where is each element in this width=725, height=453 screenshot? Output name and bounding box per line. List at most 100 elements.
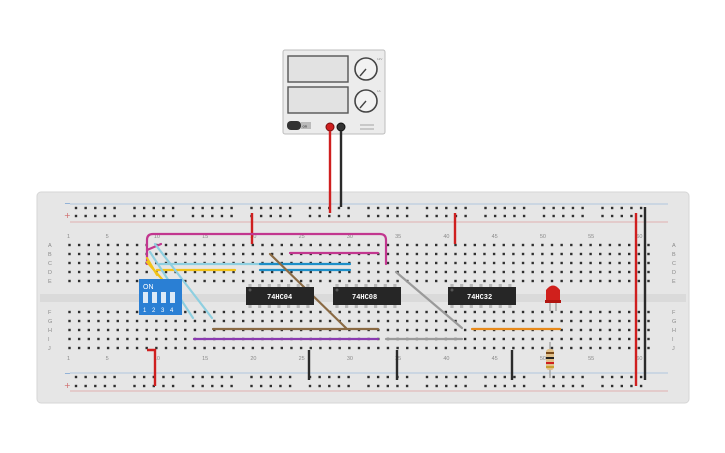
breadboard-hole[interactable] [113, 375, 116, 379]
breadboard-hole[interactable] [647, 252, 650, 256]
breadboard-hole[interactable] [483, 279, 486, 283]
breadboard-hole[interactable] [541, 252, 544, 256]
breadboard-hole[interactable] [522, 206, 526, 210]
breadboard-hole[interactable] [560, 243, 563, 247]
breadboard-hole[interactable] [164, 243, 168, 247]
breadboard-hole[interactable] [570, 279, 573, 283]
breadboard-hole[interactable] [502, 310, 505, 314]
breadboard-hole[interactable] [601, 384, 604, 388]
breadboard-hole[interactable] [512, 310, 515, 314]
breadboard-hole[interactable] [589, 346, 592, 350]
breadboard-hole[interactable] [357, 270, 361, 274]
breadboard-hole[interactable] [647, 319, 650, 323]
breadboard-hole[interactable] [97, 346, 100, 350]
breadboard-hole[interactable] [337, 375, 341, 379]
breadboard-hole[interactable] [552, 206, 555, 210]
breadboard-hole[interactable] [145, 270, 148, 274]
breadboard-hole[interactable] [97, 310, 100, 314]
breadboard-hole[interactable] [232, 270, 235, 274]
breadboard-hole[interactable] [628, 279, 631, 283]
breadboard-hole[interactable] [647, 270, 650, 274]
breadboard-hole[interactable] [348, 270, 351, 274]
breadboard-hole[interactable] [483, 310, 486, 314]
breadboard-hole[interactable] [608, 337, 612, 341]
breadboard-hole[interactable] [164, 328, 168, 332]
breadboard-hole[interactable] [191, 384, 195, 388]
breadboard-hole[interactable] [270, 346, 274, 350]
breadboard-hole[interactable] [367, 384, 370, 388]
breadboard-hole[interactable] [444, 252, 448, 256]
breadboard-hole[interactable] [357, 346, 361, 350]
breadboard-hole[interactable] [299, 346, 303, 350]
breadboard-hole[interactable] [637, 252, 641, 256]
breadboard-hole[interactable] [647, 243, 650, 247]
breadboard-hole[interactable] [513, 214, 516, 218]
breadboard-hole[interactable] [242, 319, 245, 323]
breadboard-hole[interactable] [560, 319, 563, 323]
breadboard-hole[interactable] [396, 328, 399, 332]
breadboard-hole[interactable] [589, 243, 592, 247]
breadboard-hole[interactable] [512, 279, 515, 283]
breadboard-hole[interactable] [406, 328, 409, 332]
breadboard-hole[interactable] [444, 346, 448, 350]
breadboard-hole[interactable] [106, 252, 110, 256]
breadboard-hole[interactable] [637, 261, 641, 265]
breadboard-hole[interactable] [492, 270, 496, 274]
breadboard-hole[interactable] [386, 279, 390, 283]
breadboard-hole[interactable] [87, 252, 90, 256]
breadboard-hole[interactable] [250, 384, 253, 388]
breadboard-hole[interactable] [87, 337, 90, 341]
breadboard-hole[interactable] [599, 310, 602, 314]
breadboard-hole[interactable] [531, 270, 534, 274]
breadboard-hole[interactable] [97, 252, 100, 256]
breadboard-hole[interactable] [77, 319, 81, 323]
breadboard-hole[interactable] [94, 206, 97, 210]
breadboard-hole[interactable] [184, 346, 187, 350]
breadboard-hole[interactable] [425, 279, 428, 283]
breadboard-hole[interactable] [74, 214, 78, 218]
breadboard-hole[interactable] [599, 243, 602, 247]
breadboard-hole[interactable] [502, 279, 505, 283]
breadboard-hole[interactable] [425, 328, 428, 332]
breadboard-hole[interactable] [347, 214, 350, 218]
breadboard-hole[interactable] [97, 243, 100, 247]
breadboard-hole[interactable] [589, 328, 592, 332]
breadboard-hole[interactable] [279, 384, 282, 388]
breadboard-hole[interactable] [259, 206, 263, 210]
breadboard-hole[interactable] [222, 279, 226, 283]
breadboard-hole[interactable] [299, 243, 303, 247]
breadboard-hole[interactable] [550, 243, 554, 247]
breadboard-hole[interactable] [492, 261, 496, 265]
breadboard-hole[interactable] [290, 279, 293, 283]
breadboard-hole[interactable] [608, 328, 612, 332]
breadboard-hole[interactable] [601, 206, 604, 210]
breadboard-hole[interactable] [639, 375, 643, 379]
breadboard-hole[interactable] [135, 252, 139, 256]
breadboard-hole[interactable] [299, 310, 303, 314]
breadboard-hole[interactable] [550, 270, 554, 274]
breadboard-hole[interactable] [68, 279, 71, 283]
breadboard-hole[interactable] [531, 261, 534, 265]
breadboard-hole[interactable] [570, 270, 573, 274]
breadboard-hole[interactable] [74, 375, 78, 379]
breadboard-hole[interactable] [610, 384, 614, 388]
breadboard-hole[interactable] [560, 328, 563, 332]
breadboard-hole[interactable] [589, 252, 592, 256]
breadboard-hole[interactable] [454, 310, 457, 314]
breadboard-hole[interactable] [251, 279, 255, 283]
breadboard-hole[interactable] [521, 279, 525, 283]
breadboard-hole[interactable] [493, 384, 497, 388]
breadboard-hole[interactable] [367, 346, 370, 350]
breadboard-hole[interactable] [338, 310, 341, 314]
breadboard-hole[interactable] [473, 243, 476, 247]
breadboard-hole[interactable] [406, 346, 409, 350]
breadboard-hole[interactable] [620, 206, 623, 210]
breadboard-hole[interactable] [560, 310, 563, 314]
breadboard-hole[interactable] [308, 214, 312, 218]
breadboard-hole[interactable] [174, 252, 177, 256]
breadboard-hole[interactable] [201, 384, 204, 388]
breadboard-hole[interactable] [193, 319, 197, 323]
breadboard-hole[interactable] [464, 384, 467, 388]
breadboard-hole[interactable] [213, 279, 216, 283]
breadboard-hole[interactable] [135, 279, 139, 283]
